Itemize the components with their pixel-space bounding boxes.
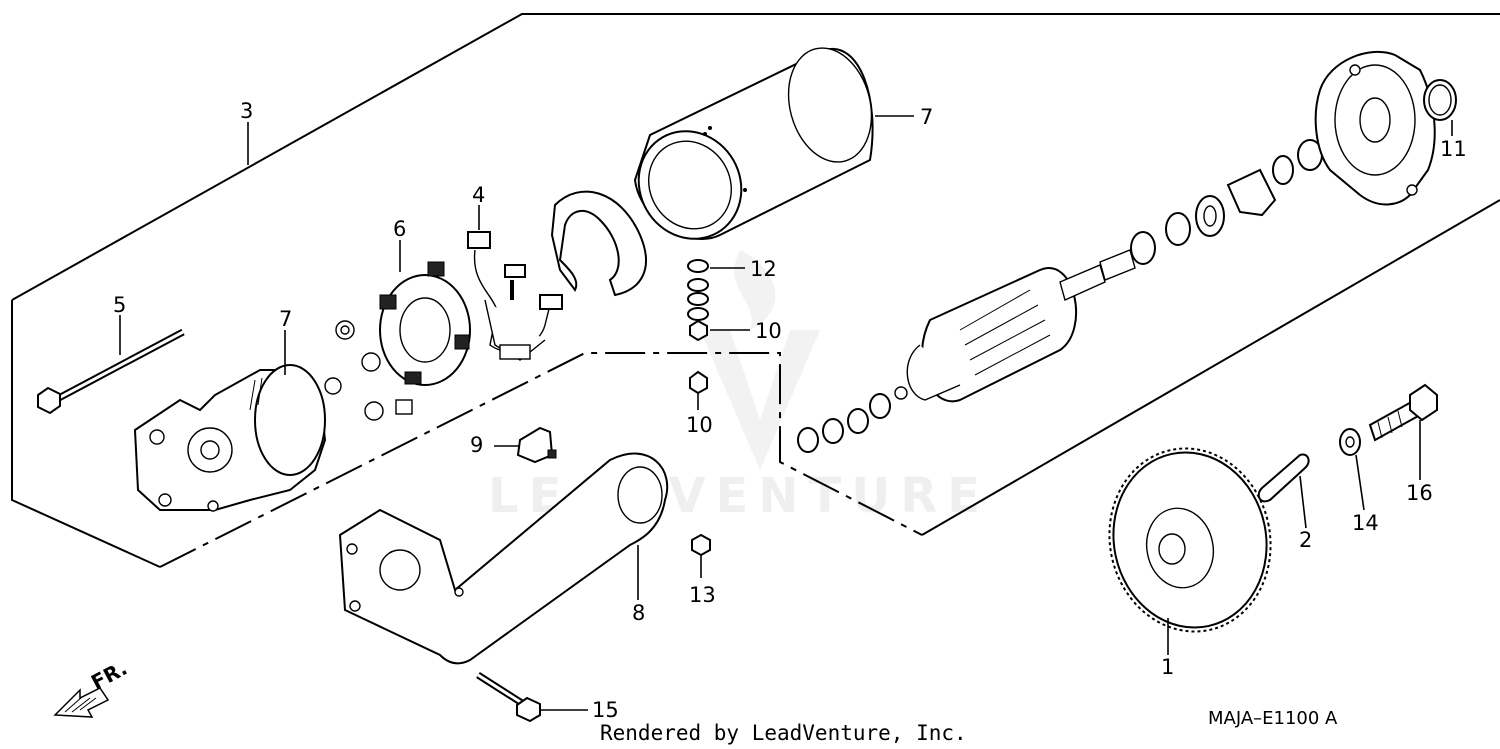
callout-16: 16 xyxy=(1406,481,1433,505)
fr-label: FR. xyxy=(87,656,131,695)
callout-4: 4 xyxy=(472,183,485,207)
callout-10-upper: 10 xyxy=(755,319,782,343)
leader-lines xyxy=(119,115,1453,711)
long-through-bolt xyxy=(37,328,185,415)
armature-washers-right xyxy=(1130,139,1323,265)
front-housing xyxy=(133,364,327,512)
callout-3: 3 xyxy=(240,99,253,123)
callout-7-front-housing: 7 xyxy=(279,307,292,331)
callout-10-lower: 10 xyxy=(686,413,713,437)
o-ring xyxy=(1423,79,1457,121)
callout-11: 11 xyxy=(1440,137,1467,161)
washer xyxy=(1339,428,1361,456)
callout-9: 9 xyxy=(470,433,483,457)
assembly-outline xyxy=(11,13,1500,568)
callout-5: 5 xyxy=(113,293,126,317)
callout-15: 15 xyxy=(592,698,619,722)
brush-holder xyxy=(324,261,471,421)
front-direction-marker: FR. xyxy=(53,656,131,718)
starter-reduction-gear xyxy=(1108,447,1272,633)
render-credit: Rendered by LeadVenture, Inc. xyxy=(600,721,967,745)
armature xyxy=(894,249,1136,403)
yoke-housing xyxy=(633,47,874,240)
starter-cover xyxy=(338,452,669,665)
callout-7-yoke: 7 xyxy=(920,105,933,129)
callout-8: 8 xyxy=(632,601,645,625)
flange-nut xyxy=(691,533,711,557)
flange-bolt xyxy=(476,672,541,723)
callout-13: 13 xyxy=(689,583,716,607)
rear-cover xyxy=(1314,50,1436,206)
magnet-shroud xyxy=(550,190,647,297)
diagram-code: MAJA–E1100 A xyxy=(1208,708,1338,729)
terminal-bracket xyxy=(516,426,557,464)
washer-stack xyxy=(687,259,709,395)
brush-set xyxy=(467,231,563,361)
callout-6: 6 xyxy=(393,217,406,241)
gear-bolt xyxy=(1368,383,1438,442)
armature-washers-left xyxy=(797,393,891,453)
callout-12: 12 xyxy=(750,257,777,281)
callout-14: 14 xyxy=(1352,511,1379,535)
callout-labels: 3 5 7 6 4 7 12 10 10 9 8 13 15 11 1 2 14… xyxy=(113,99,1467,722)
callout-2: 2 xyxy=(1299,528,1312,552)
callout-1: 1 xyxy=(1161,655,1174,679)
gear-shaft xyxy=(1257,453,1310,503)
